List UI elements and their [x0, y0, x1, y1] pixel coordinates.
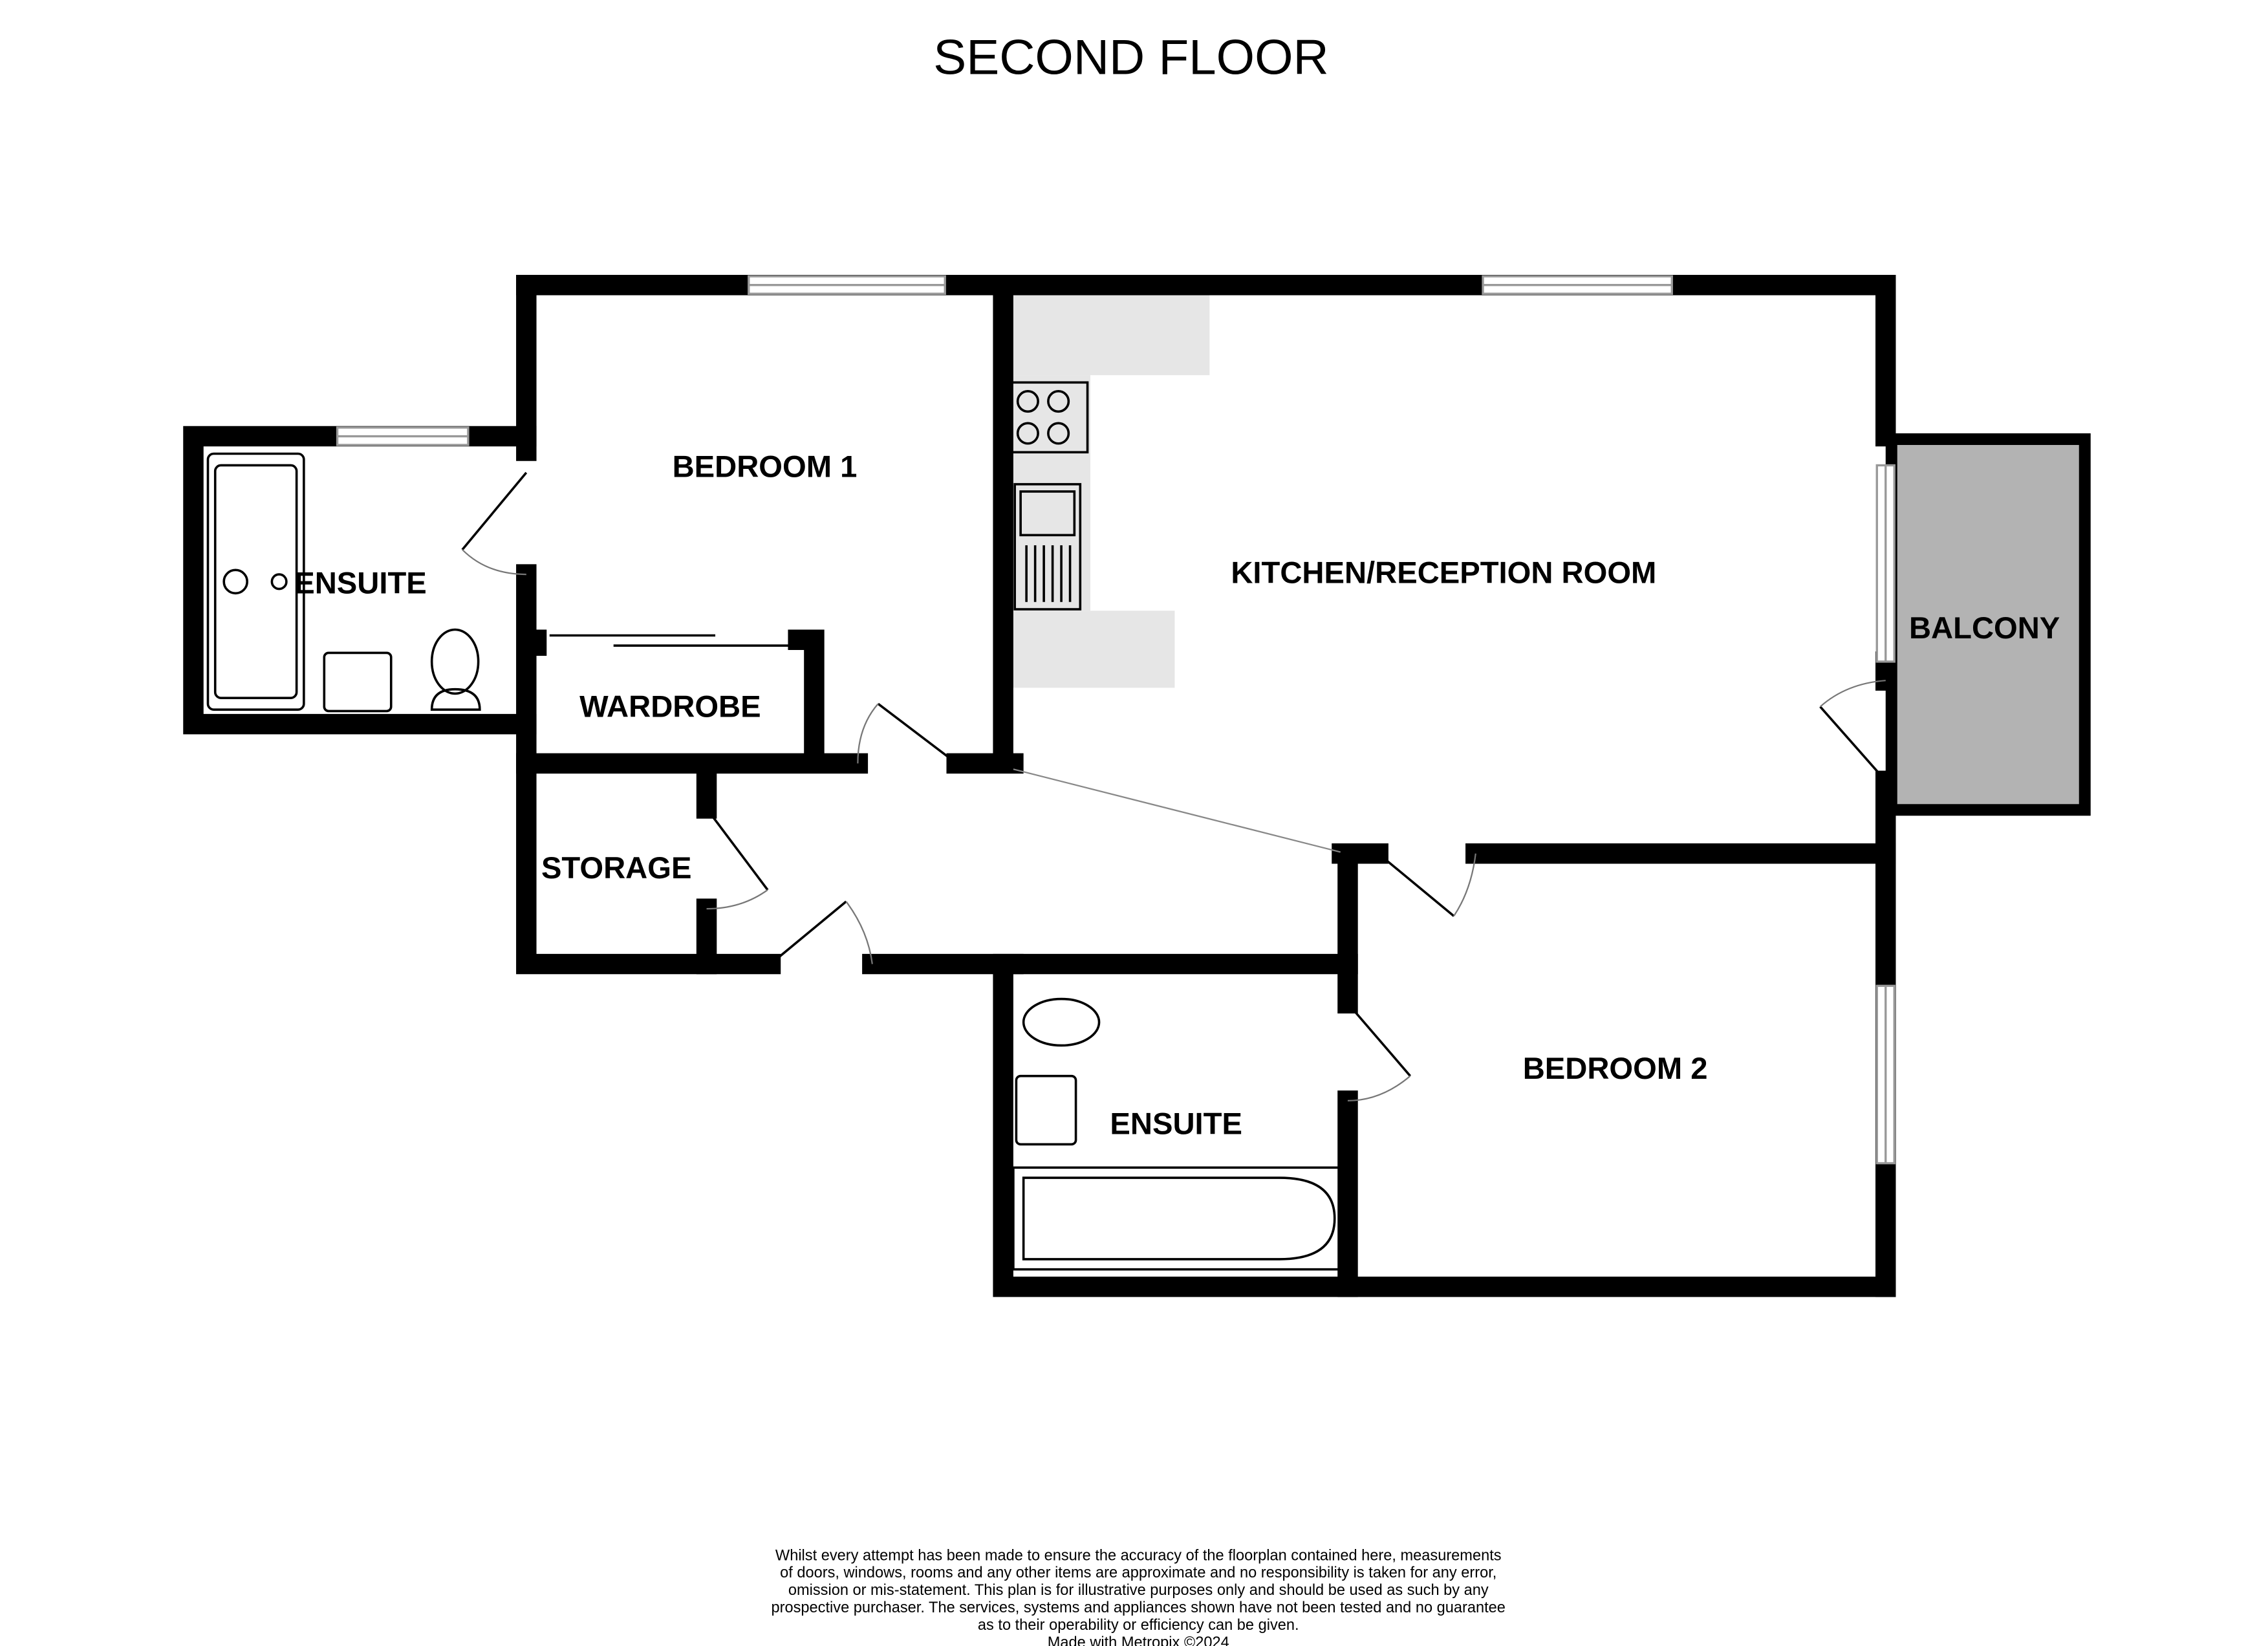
- toilet-icon: [430, 628, 480, 695]
- disclaimer-line: as to their operability or efficiency ca…: [978, 1617, 1299, 1634]
- disclaimer-line: omission or mis-statement. This plan is …: [788, 1582, 1489, 1599]
- room-label-bedroom-2: BEDROOM 2: [1523, 1052, 1708, 1086]
- kitchen-counters: [1013, 295, 1210, 688]
- disclaimer-line: Whilst every attempt has been made to en…: [775, 1547, 1502, 1564]
- disclaimer-line: of doors, windows, rooms and any other i…: [780, 1565, 1496, 1581]
- disclaimer-credit: Made with Metropix ©2024: [1048, 1634, 1229, 1646]
- room-label-wardrobe: WARDROBE: [579, 689, 761, 724]
- hob-icon: [1009, 381, 1089, 454]
- room-label-ensuite-1: ENSUITE: [294, 566, 427, 600]
- disclaimer: Whilst every attempt has been made to en…: [772, 1547, 1506, 1646]
- doors: [461, 471, 1887, 1102]
- bath-icon: [1012, 1166, 1346, 1271]
- toilet-2-icon: [1022, 997, 1101, 1047]
- kitchen-sink-icon: [1013, 482, 1082, 611]
- windows: [336, 275, 1895, 1165]
- room-label-kitchen: KITCHEN/RECEPTION ROOM: [1231, 556, 1656, 590]
- room-label-storage: STORAGE: [541, 851, 691, 885]
- fixtures: [206, 381, 1346, 1271]
- sink-2-icon: [1015, 1074, 1077, 1146]
- floor-title: SECOND FLOOR: [933, 30, 1328, 85]
- room-label-ensuite-2: ENSUITE: [1110, 1107, 1242, 1142]
- shower-icon: [206, 452, 305, 711]
- room-label-bedroom-1: BEDROOM 1: [673, 449, 858, 484]
- sink-icon: [323, 651, 393, 713]
- disclaimer-line: prospective purchaser. The services, sys…: [772, 1599, 1506, 1616]
- room-label-balcony: BALCONY: [1909, 611, 2060, 645]
